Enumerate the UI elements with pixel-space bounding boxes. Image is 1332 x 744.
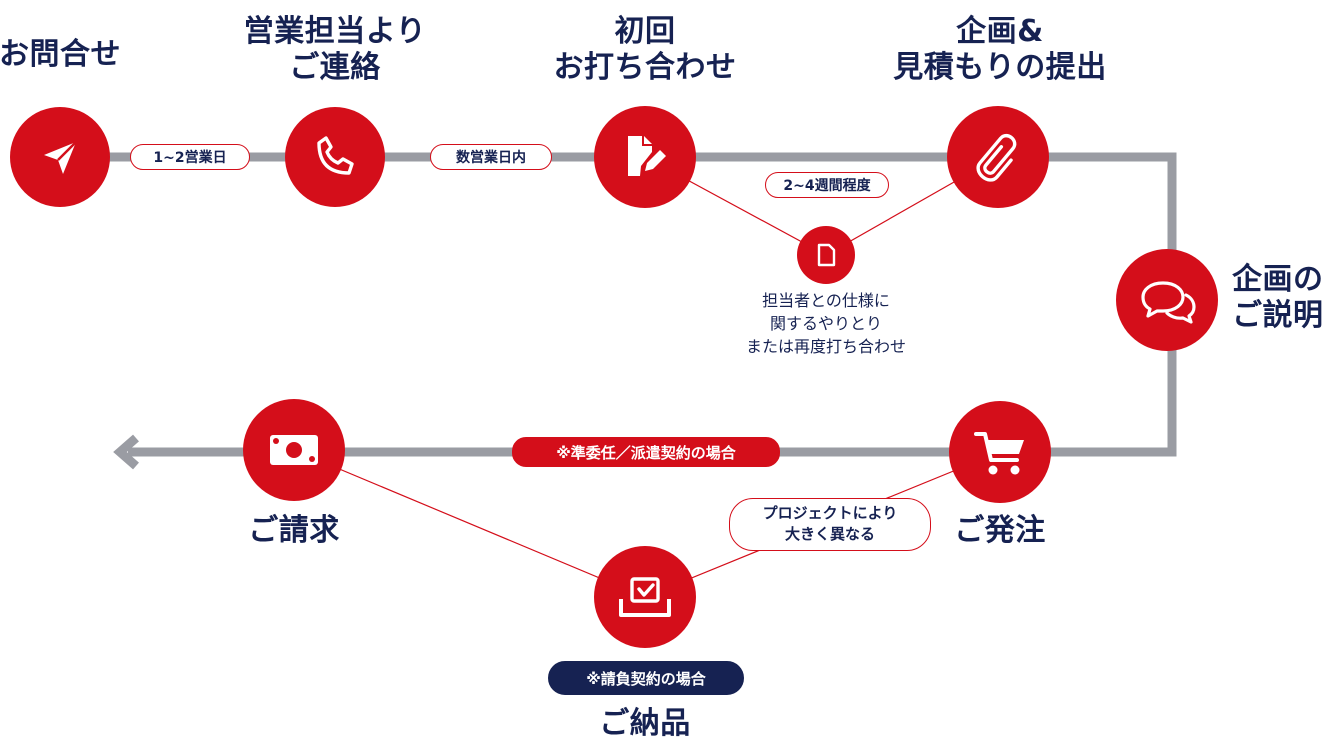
money-bill-icon	[270, 435, 318, 465]
side-step-circle	[797, 226, 855, 284]
chat-bubbles-icon	[1141, 281, 1196, 324]
flow-end-arrow	[113, 434, 139, 470]
step-circle-proposal	[947, 106, 1049, 208]
step-label-explanation-line2: ご説明	[1232, 298, 1324, 333]
duration-pill-meeting-proposal: 2~4週間程度	[765, 172, 889, 198]
document-edit-icon	[628, 136, 666, 176]
step-label-proposal: 企画& 見積もりの提出	[860, 14, 1140, 86]
contract-tag: ※請負契約の場合	[548, 661, 744, 695]
paper-plane-icon	[44, 141, 77, 174]
step-label-contact-line2: ご連絡	[289, 50, 381, 85]
quasi-mandate-contract-tag: ※準委任／派遣契約の場合	[512, 437, 780, 467]
duration-pill-contact-meeting: 数営業日内	[430, 144, 552, 170]
order-duration-note-line2: 大きく異なる	[784, 525, 875, 543]
step-circle-delivery	[594, 546, 696, 648]
step-label-delivery: ご納品	[599, 706, 691, 741]
step-label-explanation: 企画の ご説明	[1232, 262, 1332, 334]
side-step-note-line1: 担当者との仕様に	[762, 291, 890, 310]
step-label-order: ご発注	[954, 513, 1046, 548]
step-label-inquiry: お問合せ	[0, 37, 121, 72]
step-label-explanation-line1: 企画の	[1232, 262, 1324, 297]
duration-pill-inquiry-contact: 1~2営業日	[130, 144, 250, 170]
side-step-note-line3: または再度打ち合わせ	[745, 337, 906, 356]
paperclip-icon	[976, 133, 1017, 182]
step-label-contact-line1: 営業担当より	[243, 14, 427, 49]
step-label-proposal-line1: 企画&	[956, 14, 1044, 49]
order-duration-note-line1: プロジェクトにより	[762, 504, 898, 522]
step-label-contact: 営業担当より ご連絡	[220, 14, 450, 86]
side-step-note-line2: 関するやりとり	[769, 314, 882, 333]
phone-icon	[317, 136, 354, 175]
inbox-check-icon	[619, 577, 671, 617]
side-step-note: 担当者との仕様に 関するやりとり または再度打ち合わせ	[716, 289, 936, 358]
step-label-meeting: 初回 お打ち合わせ	[520, 14, 770, 86]
step-circle-explanation	[1116, 249, 1218, 351]
step-circle-contact	[285, 107, 385, 207]
shopping-cart-icon	[974, 432, 1024, 475]
step-label-meeting-line1: 初回	[614, 14, 676, 49]
document-icon	[817, 243, 836, 267]
order-duration-note: プロジェクトにより 大きく異なる	[729, 498, 931, 551]
step-label-billing: ご請求	[248, 513, 340, 548]
step-label-proposal-line2: 見積もりの提出	[893, 50, 1107, 85]
step-label-meeting-line2: お打ち合わせ	[553, 50, 737, 85]
